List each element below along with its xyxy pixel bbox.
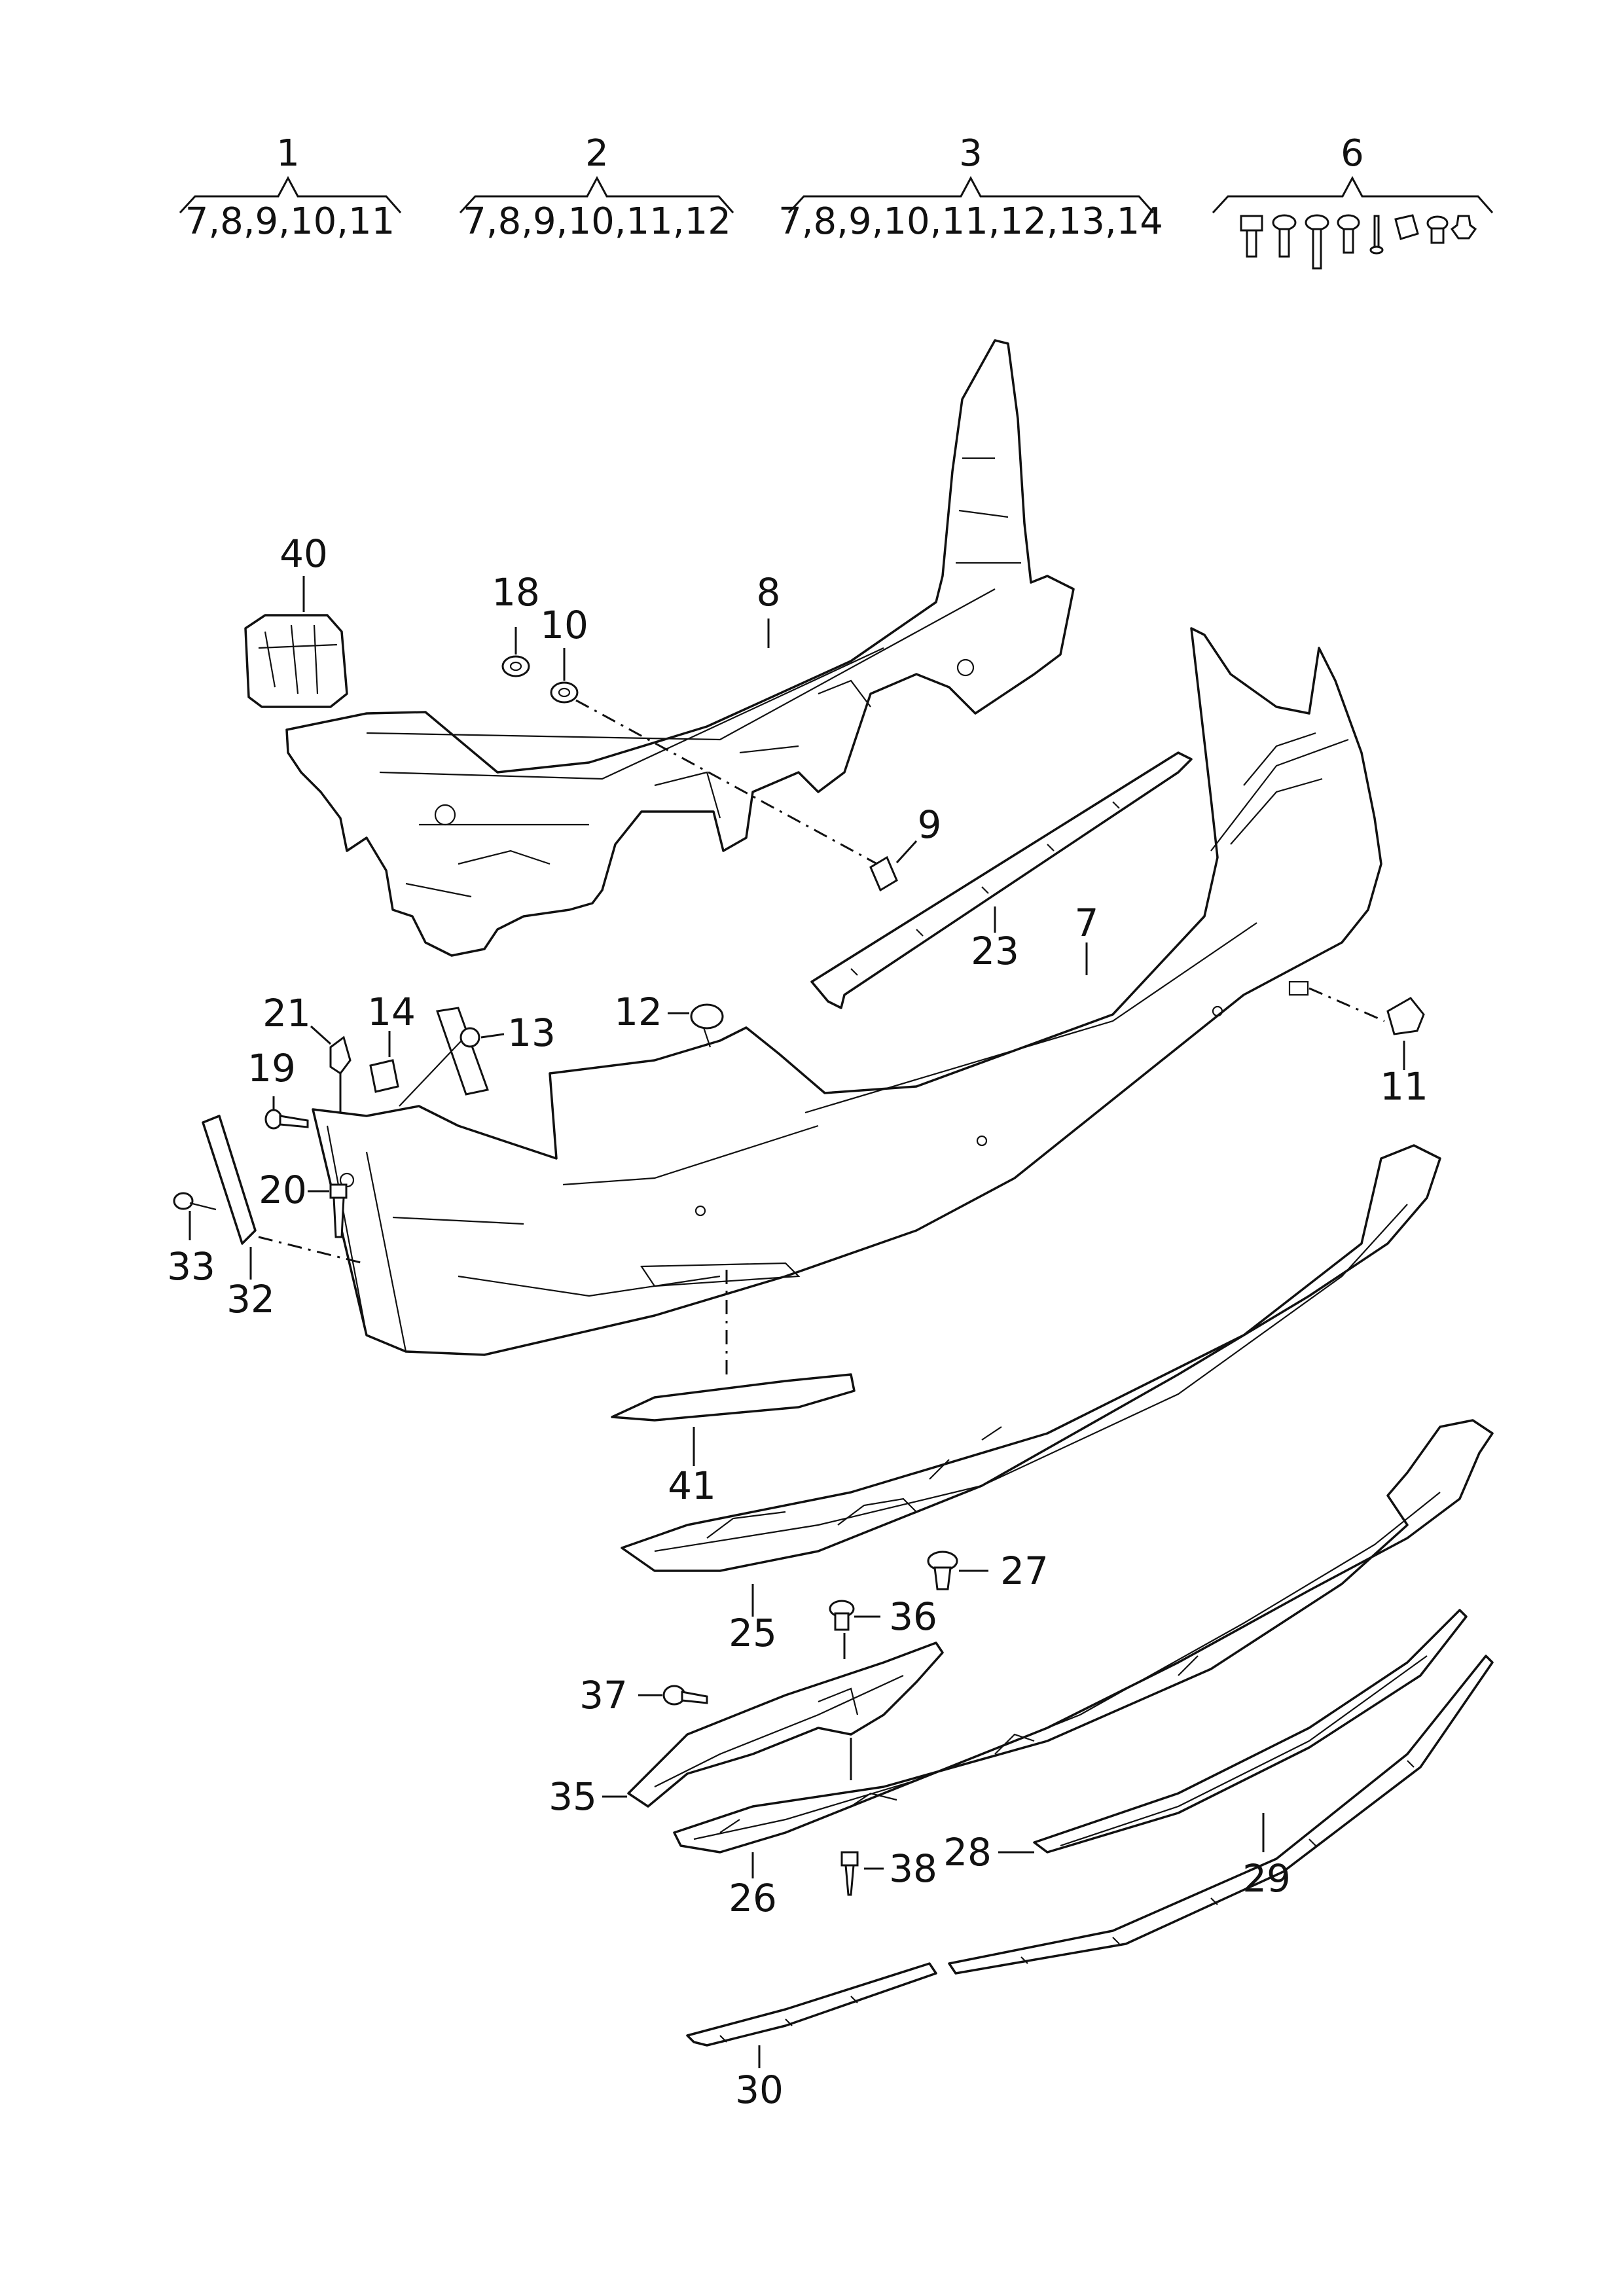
part-18-nut: 18 — [492, 570, 540, 677]
part-9-clip: 9 — [869, 802, 942, 892]
group-brace — [1212, 175, 1494, 214]
part-21-rivet: 21 — [262, 991, 352, 1113]
callout-10: 10 — [540, 603, 588, 647]
callout-36: 36 — [889, 1594, 937, 1639]
part-19-screw: 19 — [247, 1046, 309, 1130]
group-number: 1 — [276, 132, 300, 175]
callout-11: 11 — [1380, 1064, 1428, 1109]
group-brace — [787, 175, 1155, 214]
callout-40: 40 — [280, 531, 328, 576]
callout-38: 38 — [889, 1846, 937, 1891]
callout-20: 20 — [259, 1168, 307, 1212]
callout-25: 25 — [729, 1611, 777, 1655]
part-32-bracket: 32 — [202, 1115, 364, 1321]
callout-9: 9 — [918, 802, 942, 847]
part-30-trim-strip: 30 — [686, 1962, 937, 2112]
part-12-clip: 12 — [614, 990, 724, 1048]
callout-37: 37 — [579, 1673, 628, 1717]
callout-29: 29 — [1242, 1856, 1291, 1901]
part-25-diffuser: 25 — [621, 1144, 1441, 1655]
callout-26: 26 — [729, 1876, 777, 1920]
part-10-nut: 10 — [540, 603, 588, 704]
part-13-guide: 13 — [399, 1007, 556, 1107]
group-number: 6 — [1341, 132, 1364, 175]
group-number: 2 — [585, 132, 609, 175]
part-23-guide-strip: 23 — [810, 751, 1193, 1009]
hardware-kit-icons — [1240, 214, 1477, 270]
callout-21: 21 — [262, 991, 311, 1035]
callout-27: 27 — [1000, 1549, 1049, 1593]
part-26-lower-diffuser: 26 — [673, 1419, 1494, 1920]
part-36-nut: 36 — [829, 1594, 937, 1639]
callout-14: 14 — [367, 990, 416, 1034]
callout-41: 41 — [668, 1463, 716, 1508]
callout-23: 23 — [971, 929, 1019, 973]
group-number: 3 — [959, 132, 983, 175]
callout-28: 28 — [943, 1830, 992, 1874]
callout-7: 7 — [1075, 901, 1099, 945]
callout-32: 32 — [226, 1277, 275, 1321]
group-parts: 7,8,9,10,11,12 — [463, 200, 731, 243]
group-brace — [459, 175, 734, 214]
part-8-bumper-carrier: 8 — [285, 339, 1075, 957]
part-29-trim-strip: 29 — [948, 1655, 1494, 1975]
part-40-bracket: 40 — [244, 531, 348, 708]
callout-33: 33 — [167, 1244, 215, 1289]
group-2: 2 7,8,9,10,11,12 — [459, 132, 734, 243]
part-28-grille: 28 — [943, 1609, 1468, 1874]
callout-19: 19 — [247, 1046, 296, 1090]
callout-30: 30 — [735, 2068, 784, 2112]
callout-13: 13 — [507, 1011, 556, 1055]
part-20-screw: 20 — [259, 1168, 348, 1238]
part-38-screw: 38 — [840, 1846, 937, 1896]
part-33-clip: 33 — [167, 1192, 217, 1289]
callout-12: 12 — [614, 990, 662, 1034]
group-1: 1 7,8,9,10,11 — [179, 132, 402, 243]
part-11-tow-eye-cap: 11 — [1308, 987, 1428, 1109]
callout-18: 18 — [492, 570, 540, 615]
part-7-bumper-cover: 7 — [312, 627, 1382, 1356]
group-parts: 7,8,9,10,11,12,13,14 — [778, 200, 1163, 243]
part-37-screw: 37 — [579, 1673, 708, 1717]
part-41-trim: 41 — [611, 1270, 856, 1508]
group-brace — [179, 175, 402, 214]
group-3: 3 7,8,9,10,11,12,13,14 — [778, 132, 1163, 243]
part-27-nut: 27 — [927, 1549, 1049, 1593]
callout-35: 35 — [549, 1774, 597, 1819]
part-14-cap: 14 — [367, 990, 416, 1093]
part-35-side-bracket: 35 — [549, 1633, 944, 1819]
group-6: 6 — [1212, 132, 1494, 270]
group-parts: 7,8,9,10,11 — [185, 200, 395, 243]
callout-8: 8 — [757, 570, 781, 615]
